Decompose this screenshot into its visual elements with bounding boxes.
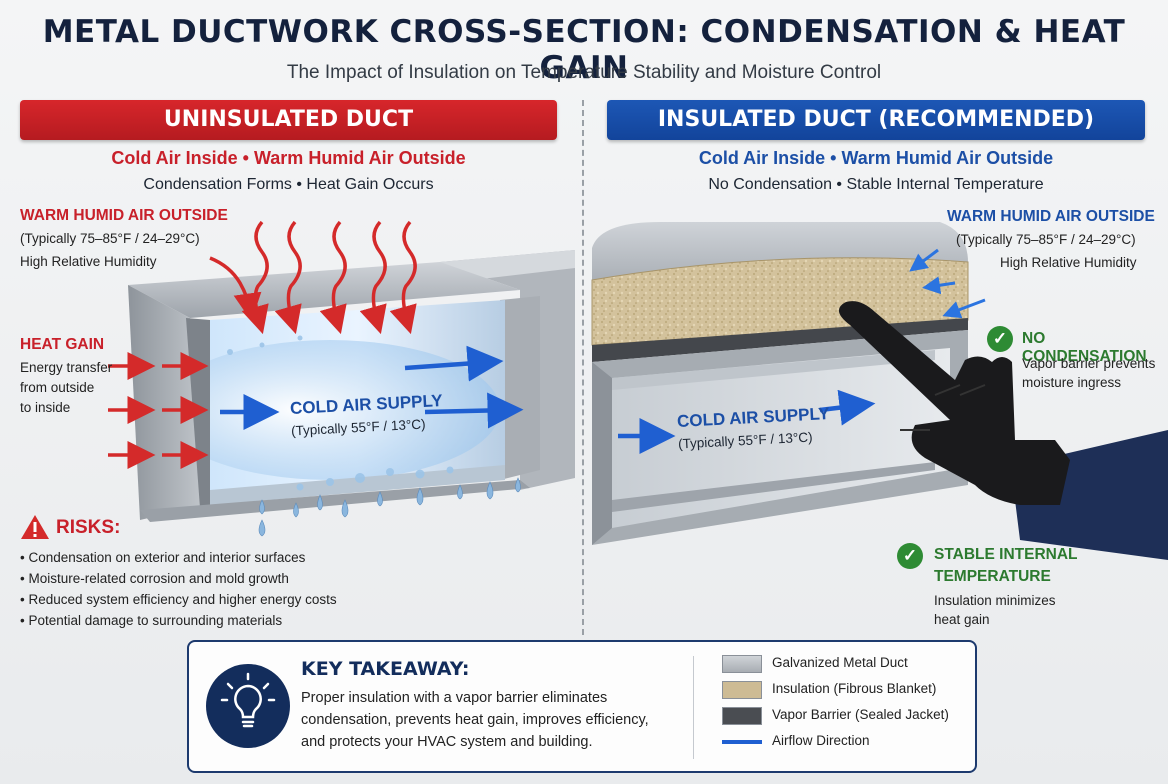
- uninsulated-conditions: Cold Air Inside • Warm Humid Air Outside: [111, 148, 466, 168]
- uninsulated-duct: [108, 220, 575, 537]
- heat-gain-line-3: to inside: [20, 400, 71, 415]
- uninsulated-banner: UNINSULATED DUCT: [20, 100, 557, 140]
- legend-label: Airflow Direction: [772, 733, 870, 748]
- heat-gain-line-2: from outside: [20, 380, 95, 395]
- stable-temp-heading-1: STABLE INTERNAL: [934, 546, 1078, 563]
- lightbulb-icon: [206, 664, 290, 748]
- insulated-duct: [591, 222, 1168, 560]
- legend-swatch-vapor-barrier: [722, 707, 762, 725]
- legend-label: Galvanized Metal Duct: [772, 655, 908, 670]
- warning-triangle-icon: [21, 515, 49, 539]
- risk-item: Potential damage to surrounding material…: [20, 610, 337, 631]
- page-subtitle: The Impact of Insulation on Temperature …: [286, 62, 882, 83]
- insulated-banner: INSULATED DUCT (RECOMMENDED): [607, 100, 1145, 140]
- panel-divider: [582, 100, 584, 635]
- heat-gain-heading: HEAT GAIN: [20, 336, 105, 353]
- stable-temp-line-1: Insulation minimizes: [934, 593, 1056, 608]
- takeaway-separator: [693, 656, 694, 759]
- stable-temp-heading-2: TEMPERATURE: [934, 568, 1051, 585]
- takeaway-body: Proper insulation with a vapor barrier e…: [301, 687, 671, 753]
- takeaway-heading: KEY TAKEAWAY:: [301, 658, 470, 680]
- stable-temp-line-2: heat gain: [934, 612, 990, 627]
- takeaway-line: condensation, prevents heat gain, improv…: [301, 712, 649, 728]
- right-outside-air-temp: (Typically 75–85°F / 24–29°C): [956, 232, 1136, 247]
- no-condensation-line-2: moisture ingress: [1022, 375, 1122, 390]
- duct-illustrations: [108, 220, 1168, 560]
- risk-item: Reduced system efficiency and higher ene…: [20, 589, 336, 610]
- gloved-hand-icon: [838, 301, 1168, 560]
- risk-item: Condensation on exterior and interior su…: [20, 547, 337, 568]
- right-outside-air-heading: WARM HUMID AIR OUTSIDE: [947, 208, 1155, 225]
- left-outside-air-temp: (Typically 75–85°F / 24–29°C): [20, 231, 200, 246]
- left-outside-air-heading: WARM HUMID AIR OUTSIDE: [20, 207, 228, 224]
- check-circle-icon: ✓: [897, 543, 923, 569]
- no-condensation-line-1: Vapor barrier prevents: [1022, 356, 1156, 371]
- legend-swatch-metal: [722, 655, 762, 673]
- legend-label: Insulation (Fibrous Blanket): [772, 681, 937, 696]
- risks-heading: RISKS:: [56, 517, 121, 538]
- page-title: METAL DUCTWORK CROSS-SECTION: CONDENSATI…: [42, 14, 1126, 86]
- uninsulated-effects: Condensation Forms • Heat Gain Occurs: [143, 176, 434, 193]
- takeaway-line: Proper insulation with a vapor barrier e…: [301, 690, 608, 706]
- left-outside-air-humidity: High Relative Humidity: [20, 254, 157, 269]
- risks-list: Condensation on exterior and interior su…: [20, 547, 337, 631]
- no-condensation-heading: NO CONDENSATION: [1022, 330, 1147, 365]
- insulated-conditions: Cold Air Inside • Warm Humid Air Outside: [698, 148, 1054, 168]
- legend-swatch-insulation: [722, 681, 762, 699]
- risk-item: Moisture-related corrosion and mold grow…: [20, 568, 337, 589]
- takeaway-line: and protects your HVAC system and buildi…: [301, 734, 593, 750]
- legend-swatch-airflow: [722, 740, 762, 744]
- right-outside-air-humidity: High Relative Humidity: [1000, 255, 1137, 270]
- key-takeaway-box: KEY TAKEAWAY: Proper insulation with a v…: [187, 640, 977, 773]
- heat-gain-line-1: Energy transfer: [20, 360, 113, 375]
- check-circle-icon: ✓: [987, 326, 1013, 352]
- legend-label: Vapor Barrier (Sealed Jacket): [772, 707, 949, 722]
- insulated-effects: No Condensation • Stable Internal Temper…: [708, 176, 1044, 193]
